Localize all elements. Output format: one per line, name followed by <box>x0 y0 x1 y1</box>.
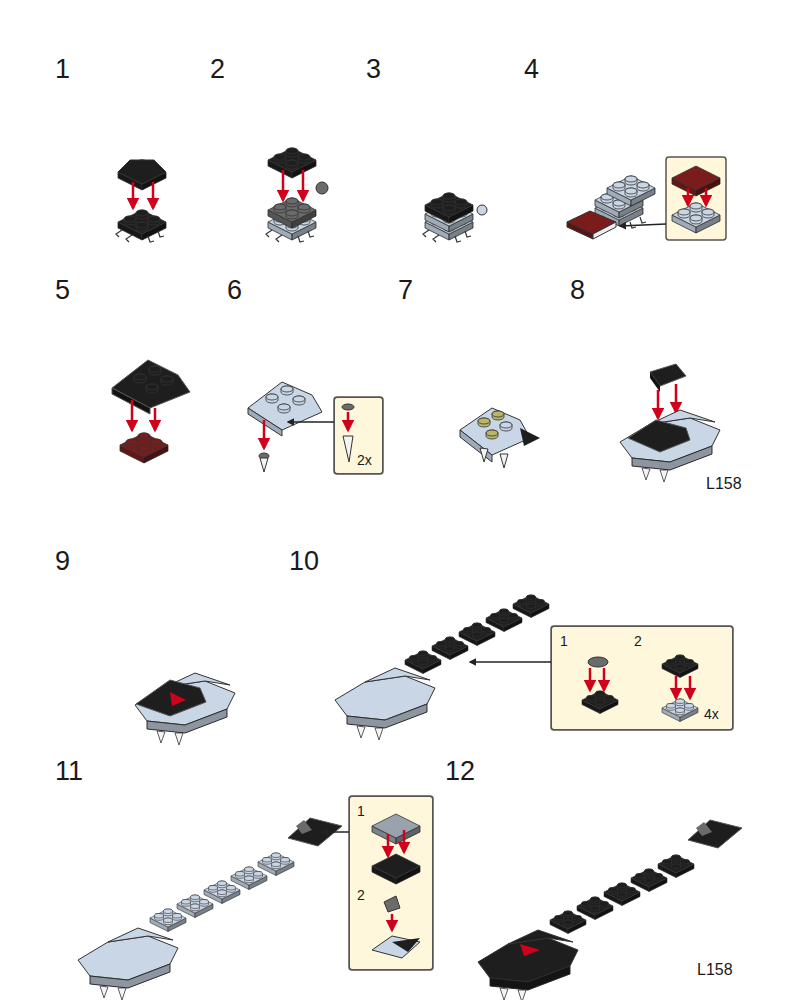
step-number: 1 <box>55 56 70 83</box>
substep-number: 1 <box>560 634 568 648</box>
quantity-label: 2x <box>357 453 372 467</box>
inset-box: 12 <box>349 796 433 970</box>
step-number: 7 <box>398 277 413 304</box>
step-number: 10 <box>289 548 319 575</box>
step-number: 2 <box>210 56 225 83</box>
quantity-label: 4x <box>704 707 719 721</box>
substep-number: 2 <box>357 888 365 902</box>
substep-number: 1 <box>357 804 365 818</box>
inset-box: 2x <box>334 397 383 474</box>
step-number: 8 <box>570 277 585 304</box>
step-number: 12 <box>445 758 475 785</box>
set-code: L158 <box>697 962 733 978</box>
step-number: 11 <box>55 758 83 785</box>
step-number: 5 <box>55 277 70 304</box>
step-number: 9 <box>55 548 70 575</box>
inset-box: 1 2 4x <box>551 626 733 730</box>
set-code: L158 <box>706 476 742 492</box>
step-number: 6 <box>227 277 242 304</box>
step-number: 4 <box>524 56 539 83</box>
substep-number: 2 <box>634 634 642 648</box>
step-number: 3 <box>366 56 381 83</box>
